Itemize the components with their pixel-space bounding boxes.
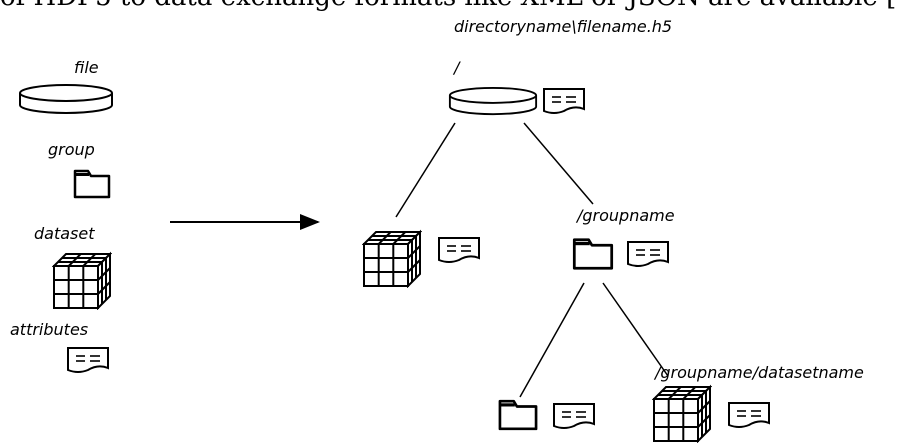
group-dataset-cube-icon (653, 386, 711, 442)
root-file-cylinder-icon (448, 86, 538, 116)
group-folder-icon (572, 238, 614, 270)
group-attributes-note-icon (627, 241, 669, 267)
legend-attributes-note-icon (67, 347, 109, 373)
dataset-path-label: /groupname/datasetname (655, 363, 864, 382)
group-path-label: /groupname (577, 206, 675, 225)
root-label: / (454, 58, 460, 77)
legend-group-label: group (48, 140, 95, 159)
top-clipped-sentence: of HDF5 to data exchange formats like XM… (0, 0, 902, 12)
tree-edges (395, 122, 669, 398)
root-attributes-note-icon (543, 88, 585, 114)
subgroup-folder-icon (498, 399, 538, 431)
legend-file-label: file (74, 58, 99, 77)
group-dataset-attributes-note-icon (728, 402, 770, 428)
root-dataset-attributes-note-icon (438, 237, 480, 263)
root-dataset-cube-icon (363, 231, 421, 287)
subgroup-attributes-note-icon (553, 403, 595, 429)
legend-folder-icon (73, 169, 111, 199)
file-path-label: directoryname\filename.h5 (454, 17, 673, 36)
legend-file-cylinder-icon (19, 84, 113, 114)
legend-dataset-cube-icon (53, 253, 111, 309)
legend-attributes-label: attributes (10, 320, 89, 339)
legend-dataset-label: dataset (34, 224, 95, 243)
